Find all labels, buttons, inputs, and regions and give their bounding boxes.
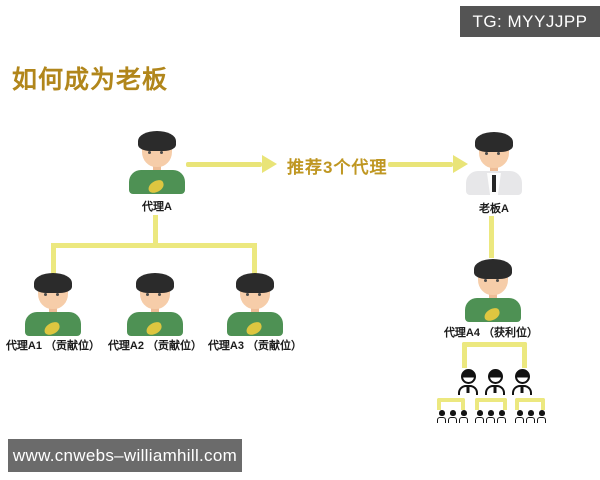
connector-a-stem (153, 215, 158, 245)
recommend-caption: 推荐3个代理 (287, 158, 388, 177)
downline-submember-icon (437, 410, 446, 423)
downline-submember-icon (486, 410, 495, 423)
downline-member-icon (485, 369, 505, 395)
website-url-bar: www.cnwebs–williamhill.com (8, 439, 242, 472)
agent-a4-label: 代理A4 （获利位） (443, 327, 539, 339)
telegram-badge-text: TG: MYYJJPP (472, 11, 588, 31)
agent-a1-label: 代理A1 （贡献位） (5, 340, 101, 352)
downline-submember-icon (537, 410, 546, 423)
agent-a4-avatar-icon (465, 259, 521, 323)
website-url-text: www.cnwebs–williamhill.com (12, 445, 238, 465)
connector-boss-to-a4 (489, 216, 494, 258)
bracket-submembers-3 (515, 398, 545, 410)
bracket-submembers-1 (437, 398, 465, 410)
bracket-a4-downline (462, 342, 527, 368)
boss-a-avatar-icon (466, 132, 522, 195)
connector-a-crossbar (51, 243, 257, 248)
downline-submember-icon (526, 410, 535, 423)
telegram-badge: TG: MYYJJPP (460, 6, 600, 37)
arrow-right-shaft (388, 162, 453, 167)
downline-submember-icon (459, 410, 468, 423)
arrow-right-head-icon (453, 155, 468, 173)
agent-a1-avatar-icon (25, 273, 81, 337)
downline-member-icon (458, 369, 478, 395)
agent-a-label: 代理A (142, 201, 172, 213)
downline-submember-icon (475, 410, 484, 423)
agent-a-avatar-icon (129, 131, 185, 195)
downline-submember-icon (497, 410, 506, 423)
boss-a-label: 老板A (479, 203, 509, 215)
downline-submember-icon (515, 410, 524, 423)
arrow-left-shaft (186, 162, 262, 167)
arrow-left-head-icon (262, 155, 277, 173)
connector-a-drop-left (51, 243, 56, 277)
downline-member-icon (512, 369, 532, 395)
agent-a3-label: 代理A3 （贡献位） (207, 340, 303, 352)
agent-a2-label: 代理A2 （贡献位） (107, 340, 203, 352)
downline-submember-icon (448, 410, 457, 423)
agent-a3-avatar-icon (227, 273, 283, 337)
page-title: 如何成为老板 (12, 66, 169, 94)
bracket-submembers-2 (475, 398, 507, 410)
connector-a-drop-right (252, 243, 257, 277)
agent-a2-avatar-icon (127, 273, 183, 337)
